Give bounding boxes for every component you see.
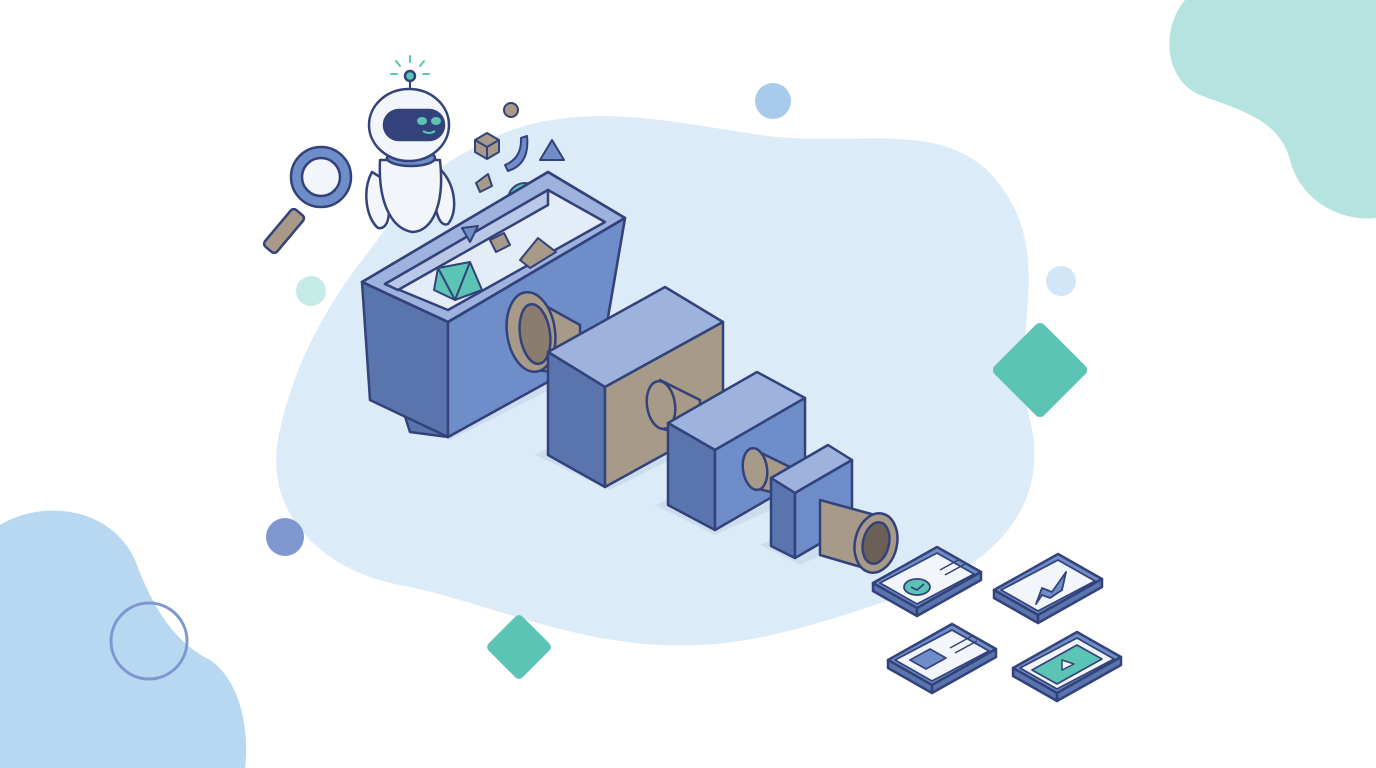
- dot-indigo-left: [266, 518, 304, 556]
- background-blob-bottom-left: [0, 510, 247, 768]
- output-card-video-icon: [1011, 630, 1123, 703]
- output-pipe-icon: [818, 498, 899, 574]
- dot-blue-right: [1046, 266, 1076, 296]
- hopper-contents: [433, 225, 557, 301]
- floating-ball: [503, 102, 519, 118]
- ring-outline-bottom-left: [109, 601, 189, 681]
- diamond-teal-bottom: [487, 615, 551, 679]
- dot-teal-left: [296, 276, 326, 306]
- floating-shard: [475, 173, 493, 193]
- magnifying-glass-icon: [262, 145, 353, 255]
- background-blob-top-right: [1169, 0, 1376, 219]
- diamond-teal-right: [992, 322, 1088, 418]
- output-card-layout-icon: [886, 622, 998, 695]
- floating-triangle: [539, 139, 565, 161]
- output-card-trend-icon: [992, 552, 1104, 625]
- floating-curved-pipe: [504, 135, 529, 172]
- robot-icon: [365, 55, 456, 234]
- dot-blue-top: [755, 83, 791, 119]
- output-card-chart-icon: [871, 545, 983, 618]
